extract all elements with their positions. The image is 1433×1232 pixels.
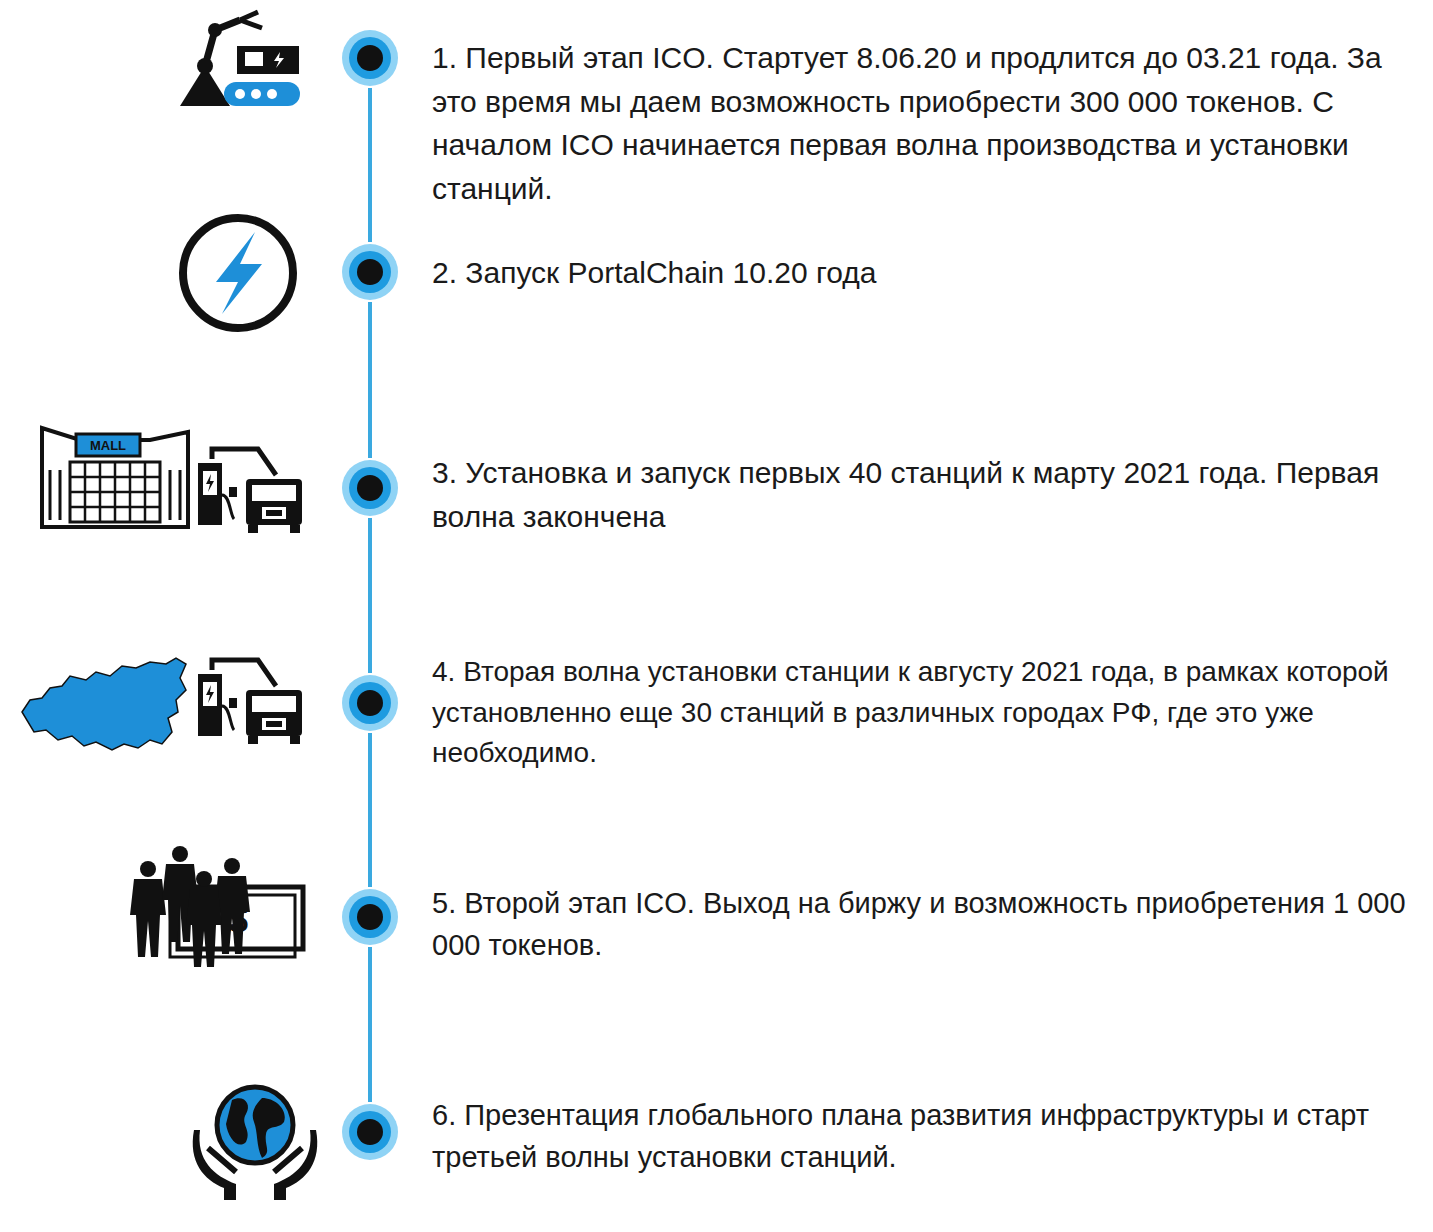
step-description: 3. Установка и запуск первых 40 станций … xyxy=(432,451,1422,538)
step-description: 5. Второй этап ICO. Выход на биржу и воз… xyxy=(432,882,1422,966)
factory-icon xyxy=(180,12,300,106)
timeline-line xyxy=(368,518,372,673)
sign-text: MALL xyxy=(90,438,126,453)
timeline-dot xyxy=(340,1102,400,1162)
step-text: 2. Запуск PortalChain 10.20 года xyxy=(432,251,1422,295)
timeline-step: 2. Запуск PortalChain 10.20 года xyxy=(340,251,1422,295)
timeline-dot xyxy=(340,673,400,733)
timeline-line xyxy=(368,88,372,242)
step-text: 6. Презентация глобального плана развити… xyxy=(432,1094,1422,1178)
step-text: 3. Установка и запуск первых 40 станций … xyxy=(432,451,1422,538)
step-description: 2. Запуск PortalChain 10.20 года xyxy=(432,251,1422,295)
step-description: 1. Первый этап ICO. Стартует 8.06.20 и п… xyxy=(432,36,1422,210)
timeline-line xyxy=(368,733,372,887)
step-description: 6. Презентация глобального плана развити… xyxy=(432,1094,1422,1178)
globe-icon xyxy=(193,1087,318,1200)
timeline-step: 4. Вторая волна установки станции к авгу… xyxy=(340,652,1422,774)
timeline-line xyxy=(368,302,372,458)
mall-icon xyxy=(42,428,302,533)
timeline-line xyxy=(368,947,372,1102)
investors-icon xyxy=(130,846,303,967)
timeline-step: 5. Второй этап ICO. Выход на биржу и воз… xyxy=(340,882,1422,966)
timeline-step: 3. Установка и запуск первых 40 станций … xyxy=(340,451,1422,538)
timeline-step: 1. Первый этап ICO. Стартует 8.06.20 и п… xyxy=(340,36,1422,210)
timeline-dot xyxy=(340,242,400,302)
step-description: 4. Вторая волна установки станции к авгу… xyxy=(432,652,1422,774)
currency-symbol: $ xyxy=(228,899,248,941)
timeline-step: 6. Презентация глобального плана развити… xyxy=(340,1094,1422,1178)
timeline-dot xyxy=(340,887,400,947)
lightning-icon xyxy=(183,218,293,328)
timeline-dot xyxy=(340,458,400,518)
step-text: 5. Второй этап ICO. Выход на биржу и воз… xyxy=(432,882,1422,966)
map-icon xyxy=(22,658,302,750)
step-text: 1. Первый этап ICO. Стартует 8.06.20 и п… xyxy=(432,36,1422,210)
step-text: 4. Вторая волна установки станции к авгу… xyxy=(432,652,1422,774)
timeline-dot xyxy=(340,28,400,88)
